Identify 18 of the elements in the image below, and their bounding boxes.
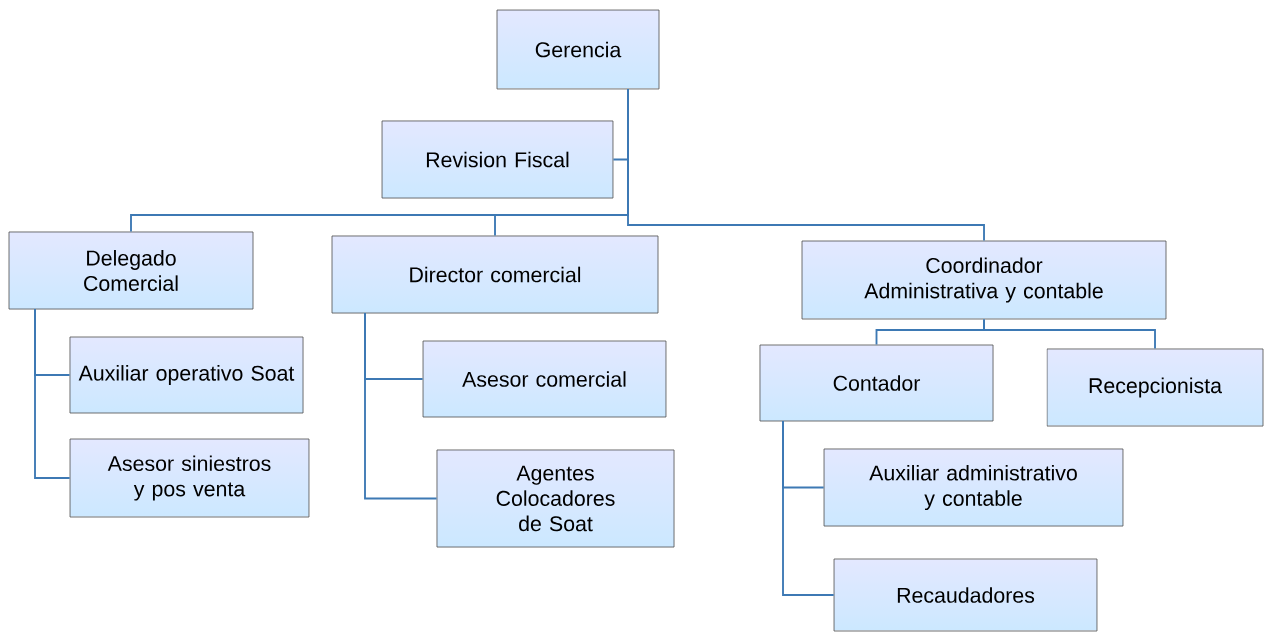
org-box: Auxiliar operativo Soat [69, 336, 304, 414]
connector-line [782, 420, 835, 596]
org-box: Asesor siniestros y pos venta [69, 438, 310, 518]
org-box: Gerencia [496, 9, 660, 90]
org-box: Delegado Comercial [8, 231, 254, 310]
org-box: Contador [759, 344, 994, 422]
org-box: Director comercial [331, 235, 659, 314]
org-box: Agentes Colocadores de Soat [436, 449, 675, 548]
connector-line [34, 308, 71, 479]
connector-line [627, 88, 985, 242]
org-box: Auxiliar administrativo y contable [823, 448, 1124, 527]
org-box: Coordinador Administrativa y contable [801, 240, 1167, 320]
org-box: Revision Fiscal [381, 120, 614, 199]
org-box: Recaudadores [833, 558, 1098, 632]
org-box: Asesor comercial [422, 340, 667, 418]
connector-line [364, 312, 438, 500]
org-box: Recepcionista [1046, 348, 1264, 427]
connector-line [983, 318, 1156, 350]
